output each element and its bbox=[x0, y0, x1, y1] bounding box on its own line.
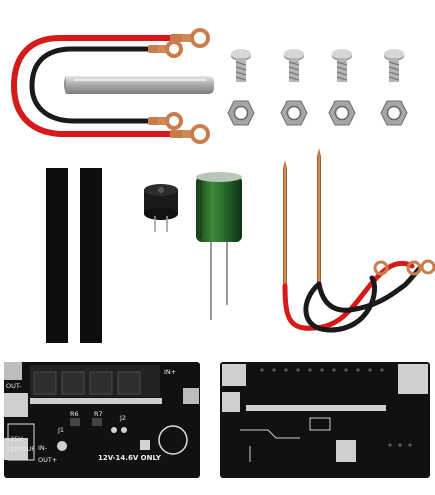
screw-icon bbox=[384, 49, 404, 82]
ring-lug-icon bbox=[373, 259, 435, 276]
crimp-sleeve bbox=[148, 45, 160, 53]
ring-lug-icon bbox=[182, 28, 210, 48]
steel-strip-clip bbox=[64, 76, 214, 94]
label-cap-capacitance: 2000UF bbox=[10, 445, 35, 453]
screw-icon bbox=[332, 49, 352, 82]
label-out-minus: OUT- bbox=[6, 382, 22, 390]
label-in-plus: IN+ bbox=[164, 368, 176, 376]
pcb-front: OUT- IN+ IN- OUT+ 25V 2000UF 12V-14.6V O… bbox=[4, 362, 200, 478]
hex-nut-icon bbox=[280, 100, 308, 126]
red-cable-outer bbox=[10, 35, 181, 137]
label-voltage-range: 12V-14.6V ONLY bbox=[98, 454, 162, 462]
label-out-plus: OUT+ bbox=[38, 456, 57, 464]
black-cable-inner bbox=[29, 46, 158, 124]
black-tape-strip bbox=[46, 168, 68, 343]
via-grid bbox=[260, 368, 412, 447]
crimp-sleeve bbox=[170, 130, 184, 138]
welding-pen-leads bbox=[282, 148, 435, 333]
pcb-back bbox=[220, 362, 430, 478]
hex-nut-icon bbox=[227, 100, 255, 126]
nut-set bbox=[227, 100, 408, 126]
electrolytic-capacitor bbox=[196, 172, 242, 320]
ring-lug-icon bbox=[158, 112, 183, 130]
black-tape-strip bbox=[80, 168, 102, 343]
screw-icon bbox=[231, 49, 251, 82]
ring-lug-icon bbox=[182, 124, 210, 144]
hex-nut-icon bbox=[328, 100, 356, 126]
label-r6: R6 bbox=[70, 410, 79, 418]
label-r7: R7 bbox=[94, 410, 103, 418]
buzzer bbox=[144, 184, 178, 232]
mosfet-row bbox=[33, 371, 141, 395]
label-in-minus: IN- bbox=[38, 444, 48, 452]
label-j2: J2 bbox=[119, 414, 126, 422]
label-j1: J1 bbox=[57, 426, 64, 434]
ring-lug-icon bbox=[158, 40, 183, 58]
label-cap-voltage: 25V bbox=[10, 435, 23, 443]
screw-icon bbox=[284, 49, 304, 82]
crimp-sleeve bbox=[148, 117, 160, 125]
screw-set bbox=[231, 49, 404, 82]
battery-cable-set bbox=[10, 28, 210, 144]
crimp-sleeve bbox=[170, 34, 184, 42]
hex-nut-icon bbox=[380, 100, 408, 126]
